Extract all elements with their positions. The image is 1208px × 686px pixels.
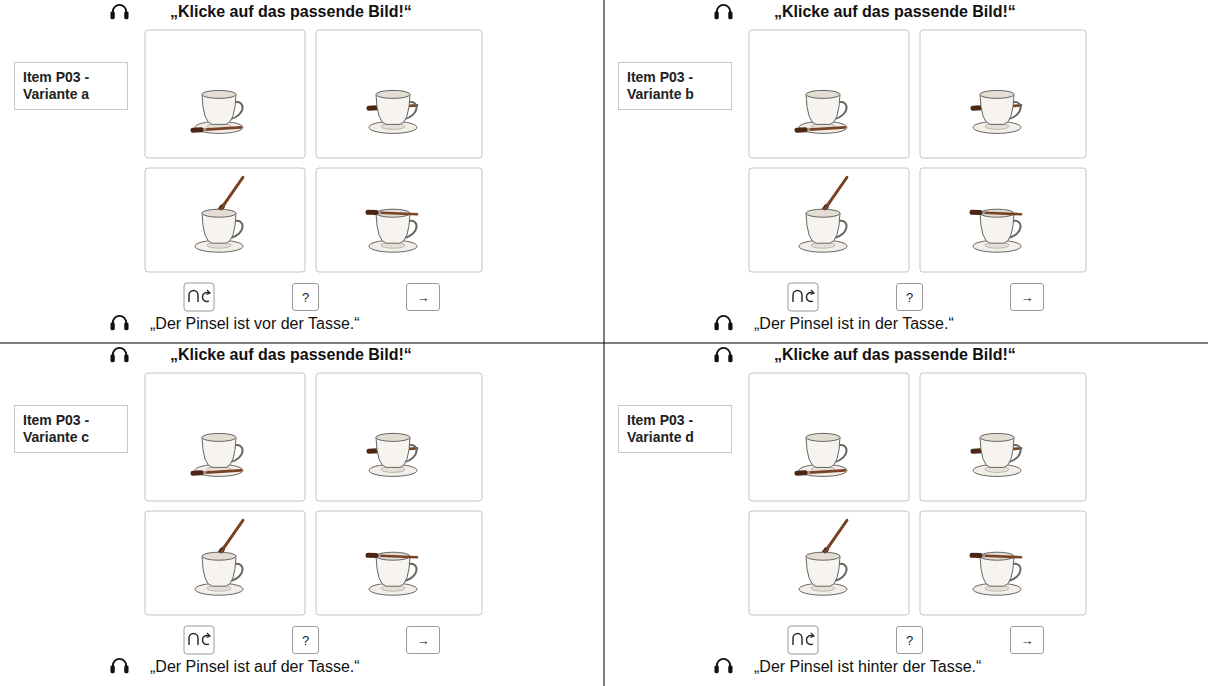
node-text: → [417,633,430,648]
picture-frame [316,30,482,158]
brush-drawing [822,177,847,213]
brush-drawing [218,177,243,213]
cup-drawing [973,433,1021,476]
brush-drawing [193,470,241,473]
headphone-icon [714,316,732,330]
brush-drawing [797,470,845,473]
picture-frame [145,373,305,501]
cup-drawing [973,90,1021,133]
picture-frame [316,511,482,615]
item-label-box: Item P03 - Variante d [618,405,732,453]
node-text: ? [906,290,913,305]
instruction-heading: „Klicke auf das passende Bild!“ [774,3,1016,21]
picture-frame [749,511,909,615]
brush-drawing [797,127,845,130]
help-button: ? [292,283,319,311]
cup-drawing [799,552,847,595]
node-text: Item P03 - Variante d [627,412,694,445]
node-text: → [417,290,430,305]
picture-frame [145,511,305,615]
headphone-icon [110,316,128,330]
replay-button [788,283,818,311]
audio-sentence: „Der Pinsel ist hinter der Tasse.“ [754,658,981,676]
next-button: → [406,283,440,311]
picture-frame [145,30,305,158]
instruction-heading: „Klicke auf das passende Bild!“ [170,346,412,364]
brush-drawing [822,520,847,556]
cup-drawing [195,209,243,252]
item-panel [714,5,1086,330]
brush-drawing [368,212,417,214]
cup-drawing [195,433,243,476]
cup-drawing [369,209,417,252]
item-label-box: Item P03 - Variante a [14,62,128,110]
node-text: ? [906,633,913,648]
headphone-icon [110,659,128,673]
cup-drawing [973,552,1021,595]
item-panel [714,348,1086,673]
cup-drawing [369,433,417,476]
brush-drawing [972,212,1021,214]
audio-sentence: „Der Pinsel ist in der Tasse.“ [754,315,954,333]
instruction-heading: „Klicke auf das passende Bild!“ [774,346,1016,364]
cup-drawing [799,209,847,252]
node-text: ? [302,633,309,648]
node-text: Item P03 - Variante a [23,69,89,102]
help-button: ? [896,283,923,311]
headphone-icon [110,5,128,19]
node-text: Item P03 - Variante b [627,69,694,102]
cup-drawing [369,552,417,595]
picture-frame [920,511,1086,615]
cup-drawing [195,90,243,133]
picture-frame [145,168,305,272]
item-panel [110,348,482,673]
picture-frame [316,373,482,501]
picture-frame [749,373,909,501]
headphone-icon [714,659,732,673]
instruction-heading: „Klicke auf das passende Bild!“ [170,3,412,21]
help-button: ? [896,626,923,654]
picture-frame [749,168,909,272]
item-panel [110,5,482,330]
picture-frame [920,30,1086,158]
cup-drawing [799,433,847,476]
item-label-box: Item P03 - Variante b [618,62,732,110]
replay-button [184,283,214,311]
picture-frame [920,168,1086,272]
node-text: → [1021,290,1034,305]
brush-drawing [368,555,417,557]
node-text: ? [302,290,309,305]
brush-drawing [193,127,241,130]
replay-button [788,626,818,654]
help-button: ? [292,626,319,654]
cup-drawing [369,90,417,133]
audio-sentence: „Der Pinsel ist vor der Tasse.“ [150,315,360,333]
headphone-icon [714,348,732,362]
cup-drawing [799,90,847,133]
picture-frame [749,30,909,158]
cup-drawing [973,209,1021,252]
replay-button [184,626,214,654]
picture-frame [316,168,482,272]
audio-sentence: „Der Pinsel ist auf der Tasse.“ [150,658,360,676]
next-button: → [406,626,440,654]
node-text: Item P03 - Variante c [23,412,89,445]
divider-line [0,343,1208,344]
picture-frame [920,373,1086,501]
next-button: → [1010,283,1044,311]
headphone-icon [714,5,732,19]
brush-drawing [218,520,243,556]
headphone-icon [110,348,128,362]
item-label-box: Item P03 - Variante c [14,405,128,453]
node-text: → [1021,633,1034,648]
next-button: → [1010,626,1044,654]
cup-drawing [195,552,243,595]
brush-drawing [972,555,1021,557]
